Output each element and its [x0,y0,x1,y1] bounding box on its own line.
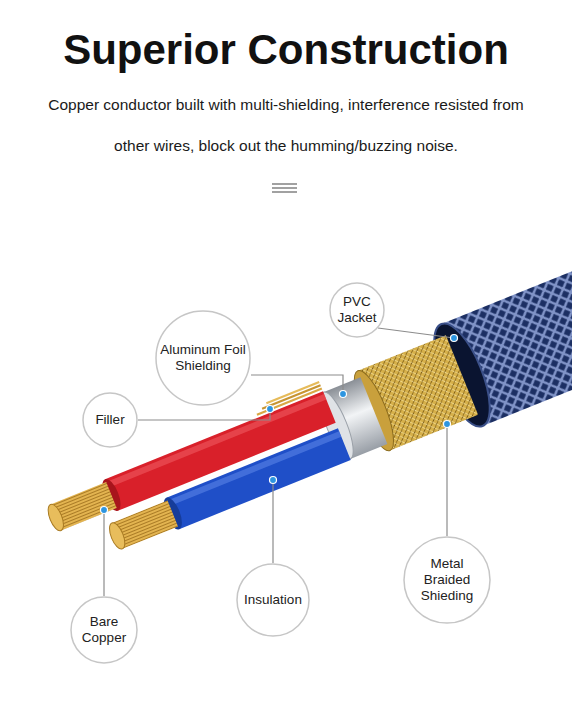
leader-dot [101,507,108,514]
icon-line [272,187,297,189]
page-title: Superior Construction [0,22,572,78]
menu-icon [272,184,297,192]
callout-label: Metal Braided Shieding [414,556,480,604]
leader-dots [101,335,458,514]
callout-label: PVC Jacket [332,294,382,326]
callout-circle: Filler [82,392,138,448]
callout-circle: Bare Copper [70,596,138,664]
leader-line [251,375,343,394]
leader-line [378,328,454,338]
leader-dot [270,477,277,484]
leader-dot [267,406,274,413]
leader-line [103,510,104,596]
callout-circle: PVC Jacket [329,282,385,338]
circle-shape [330,283,384,337]
leader-line [446,424,447,536]
circle-shape [156,311,250,405]
circle-shape [237,564,309,636]
copper-tip [106,521,128,551]
circle-shape [83,393,137,447]
callout-label: Aluminum Foil Shielding [160,342,246,374]
copper-tip [45,502,67,532]
callout-label: Insulation [238,592,308,608]
callout-circle: Insulation [236,563,310,637]
icon-line [272,191,297,193]
leader-line [138,409,270,420]
circle-shape [71,597,137,663]
callout-circle: Metal Braided Shieding [403,536,491,624]
callout-circle: Aluminum Foil Shielding [155,310,251,406]
callout-label: Bare Copper [76,614,132,646]
icon-line [272,183,297,185]
cable-cutaway [37,223,572,589]
leader-dot [444,421,451,428]
blue-highlight [168,431,342,506]
blue-insulation [166,428,350,529]
leader-line [272,480,273,563]
leader-dot [451,335,458,342]
callout-label: Filler [85,412,135,428]
circle-shape [404,537,490,623]
leader-dot [340,391,347,398]
caption-text: Copper conductor built with multi-shield… [31,84,541,166]
